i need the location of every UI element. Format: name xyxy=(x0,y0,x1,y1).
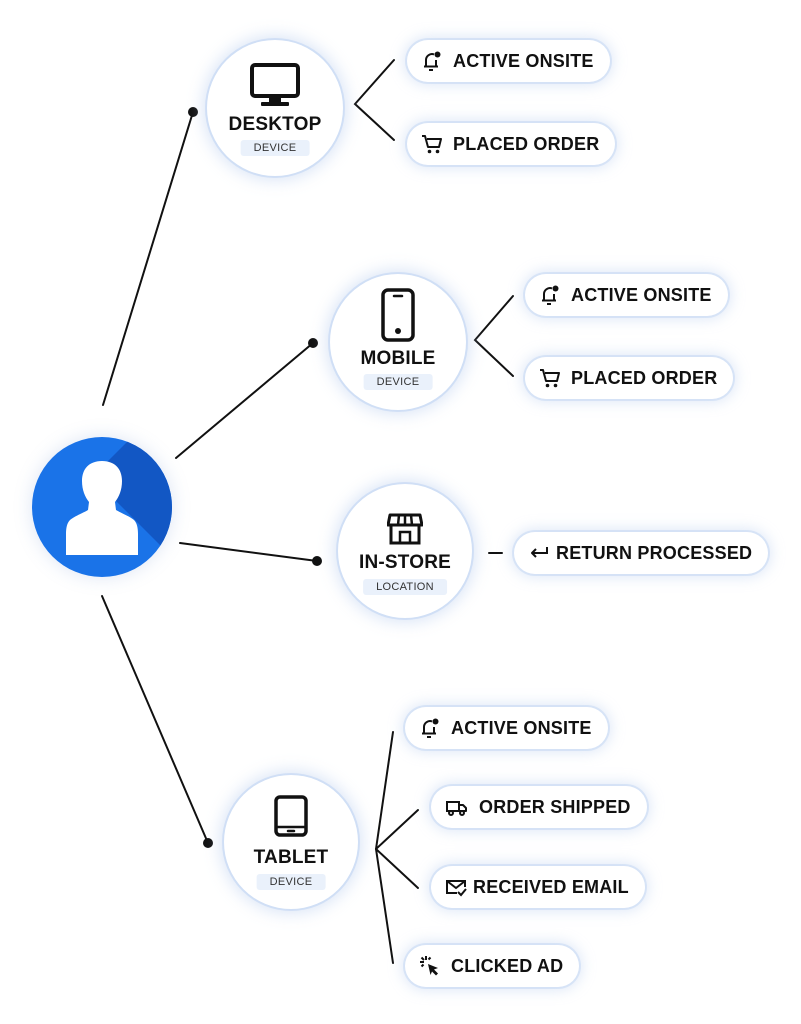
event-pill-active-onsite[interactable]: ACTIVE ONSITE xyxy=(405,707,608,749)
connector-dot-tablet xyxy=(203,838,213,848)
truck-icon xyxy=(446,801,467,816)
event-pill-received-email[interactable]: RECEIVED EMAIL xyxy=(431,866,645,908)
bell-notification-icon xyxy=(424,51,441,71)
user-icon xyxy=(66,461,138,555)
connector-user-tablet xyxy=(101,595,209,844)
connector-dot-instore xyxy=(312,556,322,566)
event-pill-placed-order[interactable]: PLACED ORDER xyxy=(407,123,616,165)
connector-tablet-event-3 xyxy=(375,848,419,889)
event-label: ORDER SHIPPED xyxy=(479,796,631,817)
node-mobile[interactable]: MOBILE DEVICE xyxy=(330,274,466,410)
node-instore[interactable]: IN-STORE LOCATION xyxy=(338,484,472,618)
event-label: ACTIVE ONSITE xyxy=(571,284,712,305)
connector-dot-mobile xyxy=(308,338,318,348)
tablet-icon xyxy=(274,795,308,837)
event-pill-order-shipped[interactable]: ORDER SHIPPED xyxy=(431,786,647,828)
bell-notification-icon xyxy=(422,718,439,738)
node-badge: DEVICE xyxy=(363,374,433,390)
connector-tablet-event-4 xyxy=(375,848,394,964)
connector-mobile-events xyxy=(473,295,514,377)
connector-dot-desktop xyxy=(188,107,198,117)
store-icon xyxy=(387,513,423,545)
event-label: PLACED ORDER xyxy=(571,367,718,388)
event-pill-clicked-ad[interactable]: CLICKED AD xyxy=(405,945,580,987)
connector-tablet-event-2 xyxy=(375,809,419,850)
event-pill-active-onsite[interactable]: ACTIVE ONSITE xyxy=(407,40,610,82)
click-cursor-icon xyxy=(420,956,438,976)
return-arrow-icon xyxy=(531,547,548,558)
event-label: CLICKED AD xyxy=(451,955,564,976)
connector-user-mobile xyxy=(175,342,314,459)
event-label: ACTIVE ONSITE xyxy=(451,717,592,738)
event-label: PLACED ORDER xyxy=(453,133,600,154)
email-check-icon xyxy=(446,880,467,897)
connector-user-instore xyxy=(179,542,318,562)
event-label: ACTIVE ONSITE xyxy=(453,50,594,71)
connector-desktop-events xyxy=(353,59,395,141)
event-label: RECEIVED EMAIL xyxy=(473,876,629,897)
user-avatar[interactable] xyxy=(32,437,172,577)
event-pill-active-onsite[interactable]: ACTIVE ONSITE xyxy=(525,274,728,316)
monitor-icon xyxy=(250,63,300,106)
cart-icon xyxy=(422,135,442,154)
connector-tablet-event-1 xyxy=(375,731,394,850)
node-badge: DEVICE xyxy=(256,874,326,890)
node-badge: LOCATION xyxy=(363,579,447,595)
node-title: IN-STORE xyxy=(358,552,452,573)
node-desktop[interactable]: DESKTOP DEVICE xyxy=(207,40,343,176)
event-label: RETURN PROCESSED xyxy=(556,542,753,563)
bell-notification-icon xyxy=(542,285,559,305)
event-pill-placed-order[interactable]: PLACED ORDER xyxy=(525,357,734,399)
node-badge: DEVICE xyxy=(240,140,310,156)
node-tablet[interactable]: TABLET DEVICE xyxy=(224,775,358,909)
node-title: MOBILE xyxy=(360,348,436,369)
node-title: TABLET xyxy=(253,847,329,868)
node-title: DESKTOP xyxy=(228,114,322,135)
cart-icon xyxy=(540,369,560,388)
event-pill-return-processed[interactable]: RETURN PROCESSED xyxy=(514,532,769,574)
smartphone-icon xyxy=(381,288,415,342)
connector-user-desktop xyxy=(102,111,194,406)
